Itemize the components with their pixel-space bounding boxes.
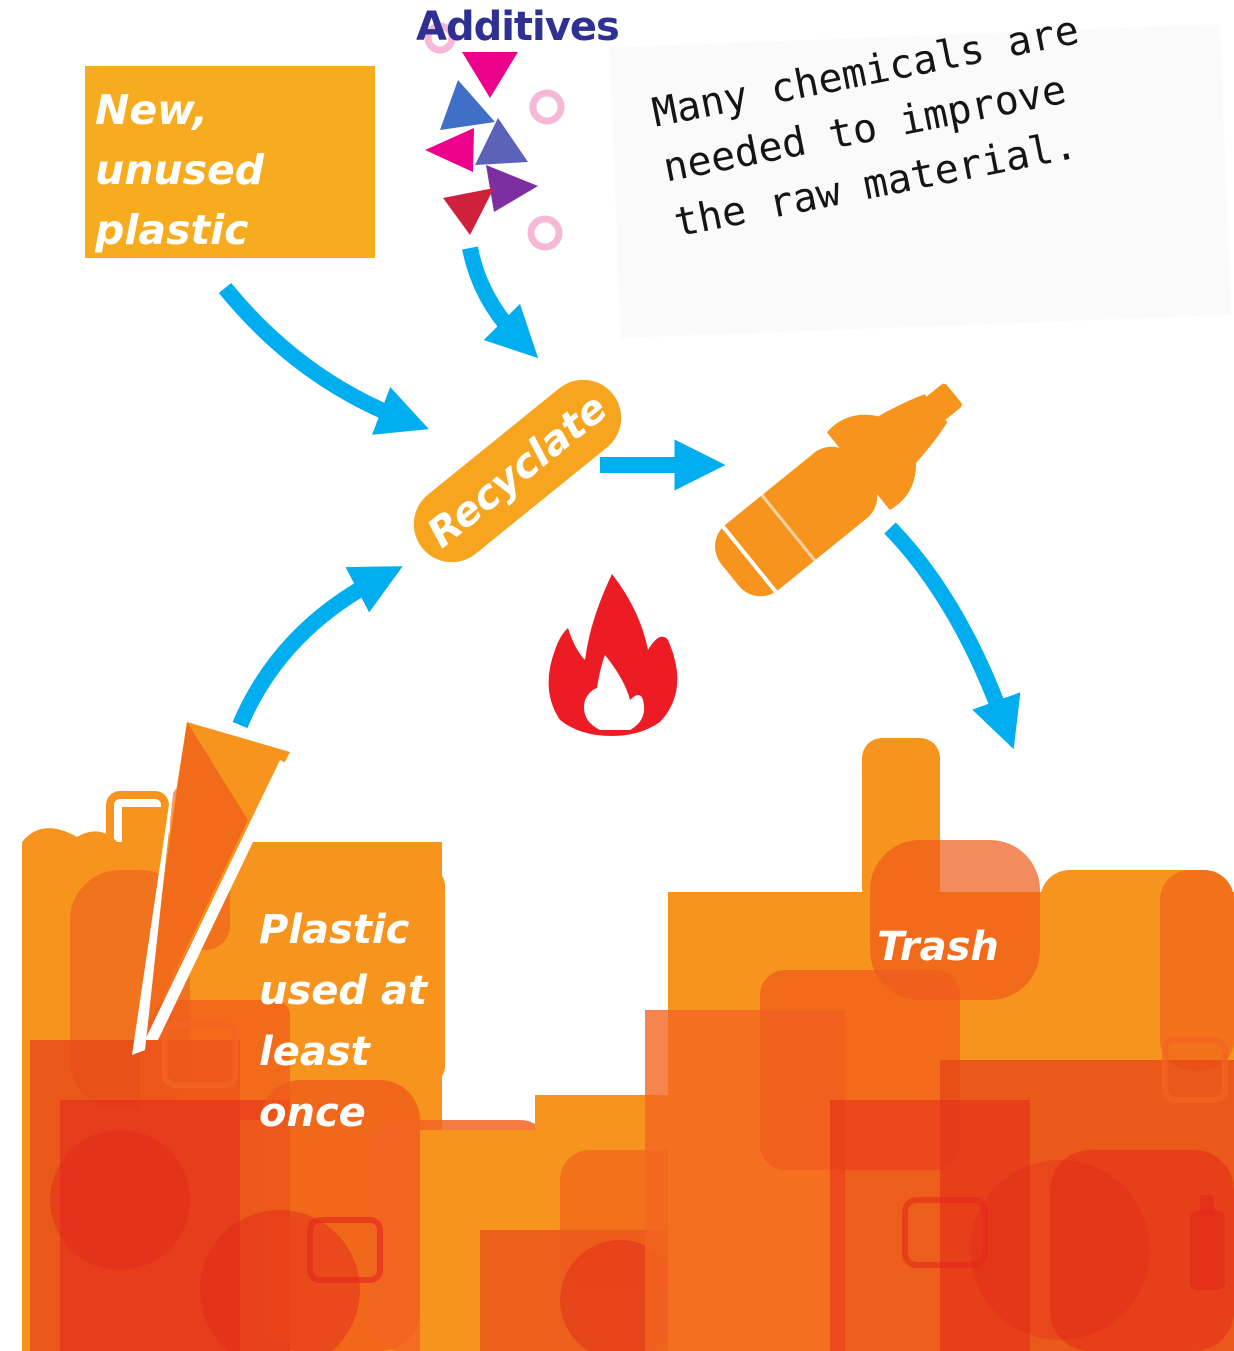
additive-triangles bbox=[425, 26, 561, 247]
bottle-icon bbox=[698, 354, 986, 614]
note-card: Many chemicals are needed to improve the… bbox=[610, 25, 1231, 338]
trash-pile bbox=[420, 738, 1234, 1351]
new-plastic-box: New, unused plastic bbox=[85, 66, 375, 258]
flame-icon bbox=[549, 574, 678, 736]
additives-label: Additives bbox=[416, 4, 619, 50]
new-plastic-label: New, unused plastic bbox=[95, 86, 264, 254]
plastic-used-label: Plastic used at least once bbox=[259, 900, 459, 1144]
trash-label: Trash bbox=[877, 924, 999, 970]
